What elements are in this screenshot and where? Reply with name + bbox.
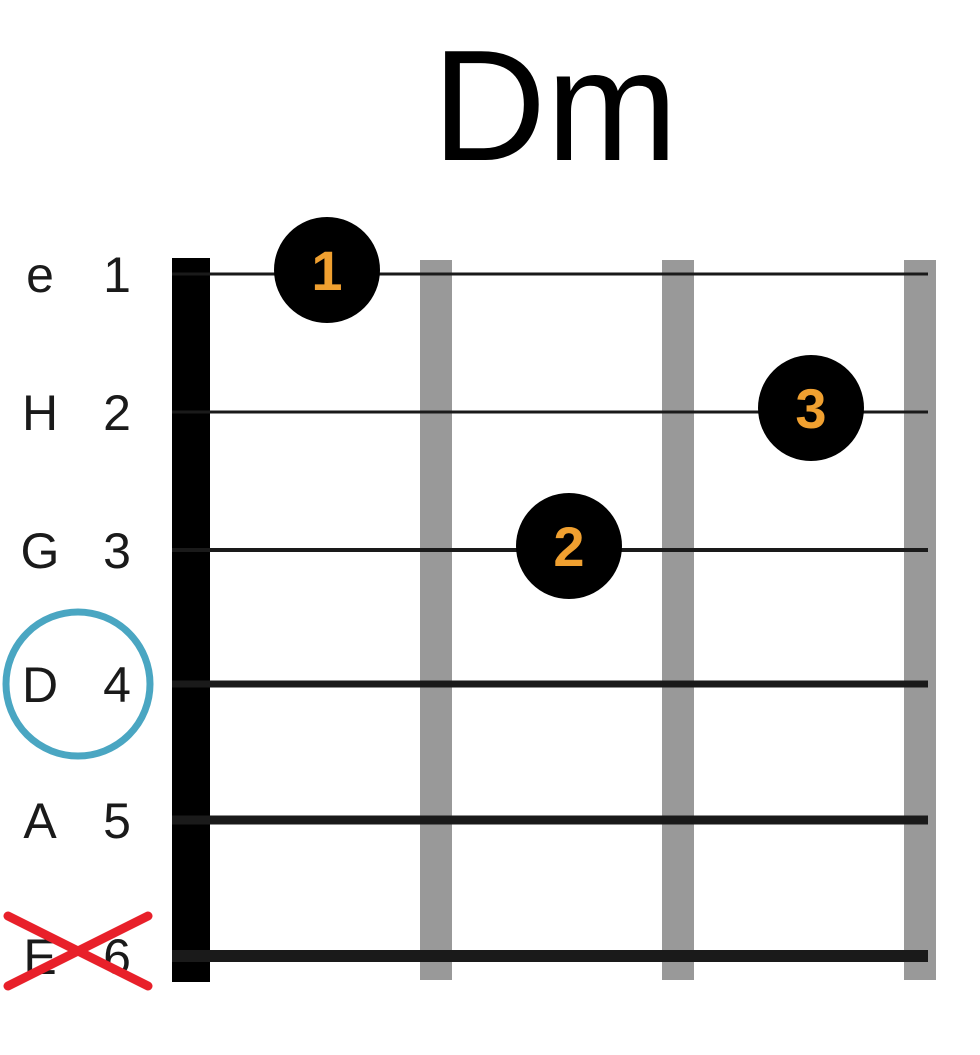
finger-number: 3 — [795, 377, 826, 440]
string-number-label: 3 — [103, 523, 131, 579]
muted-string-x-icon — [3, 911, 153, 991]
string-name-label: A — [23, 793, 57, 849]
string-number-label: 1 — [103, 247, 131, 303]
string-name-label: H — [22, 385, 58, 441]
string-name-label: e — [26, 247, 54, 303]
finger-dot — [516, 493, 622, 599]
finger-number: 2 — [553, 515, 584, 578]
chord-title: Dm — [432, 18, 678, 194]
finger-dot — [758, 355, 864, 461]
fret-wire — [662, 260, 694, 980]
guitar-string — [172, 815, 928, 825]
finger-number: 1 — [311, 239, 342, 302]
finger-dots: 1 2 3 — [274, 217, 864, 599]
fret-wires — [420, 260, 936, 980]
fret-wire — [420, 260, 452, 980]
guitar-string — [172, 272, 928, 276]
markers — [2, 608, 154, 991]
guitar-string — [172, 680, 928, 688]
finger-dot — [274, 217, 380, 323]
guitar-string — [172, 410, 928, 414]
guitar-string — [172, 950, 928, 962]
string-name-label: D — [22, 657, 58, 713]
root-string-circle — [2, 608, 154, 760]
string-number-label: 2 — [103, 385, 131, 441]
fret-wire — [904, 260, 936, 980]
string-number-label: 4 — [103, 657, 131, 713]
string-number-label: 5 — [103, 793, 131, 849]
nut — [172, 258, 210, 982]
string-name-label: G — [21, 523, 60, 579]
